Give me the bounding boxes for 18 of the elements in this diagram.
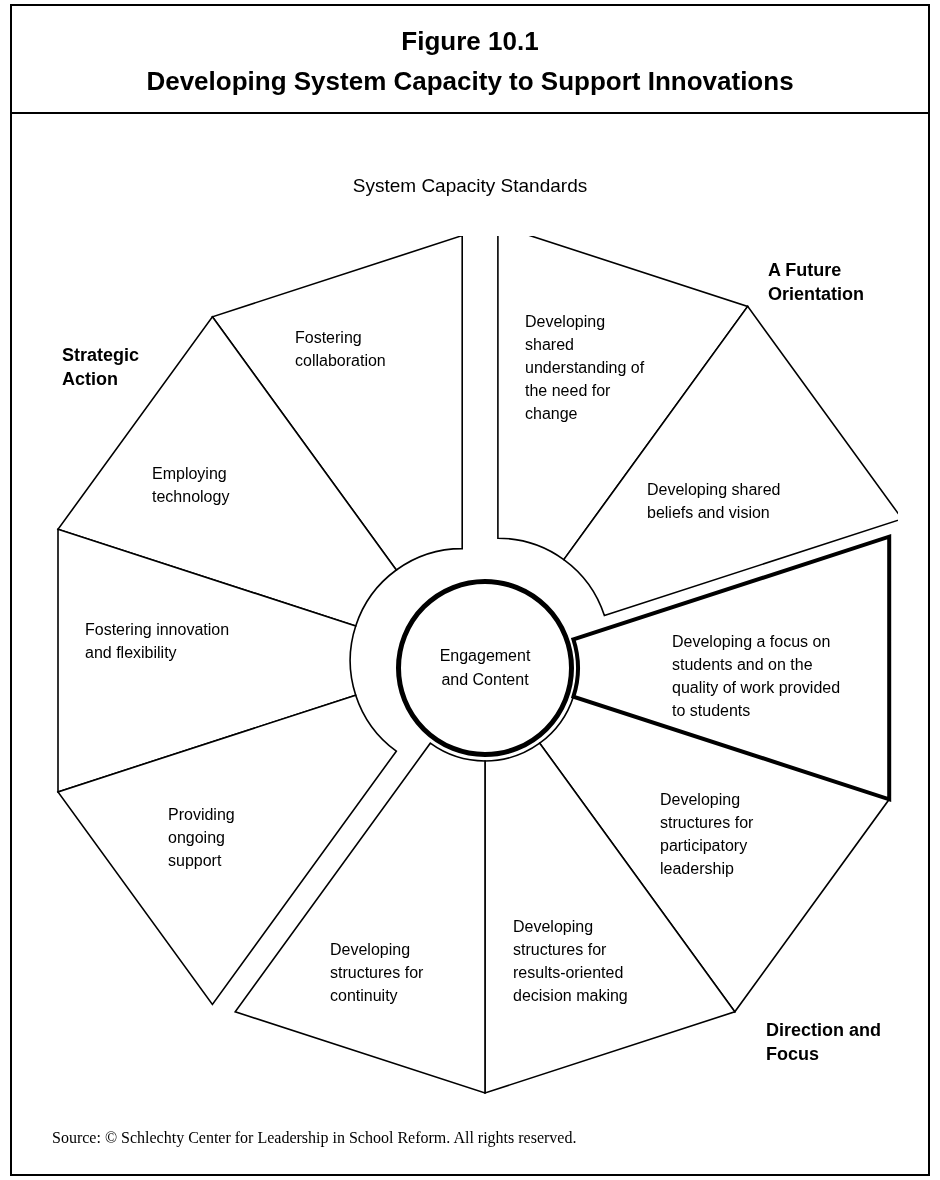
group-label: Strategic Action [62, 344, 141, 391]
segment-label: Developing shared understanding of the need for change [525, 310, 650, 425]
heading-label: System Capacity Standards [351, 174, 589, 198]
figure-number: Figure 10.1 [400, 25, 540, 58]
segment-label: Fostering innovation and flexibility [85, 618, 235, 664]
segment-label: Fostering collaboration [295, 326, 430, 372]
group-label: A Future Orientation [768, 259, 865, 306]
segment-label: Developing shared beliefs and vision [647, 478, 827, 524]
group-label: Direction and Focus [766, 1019, 882, 1066]
segment-label: Providing ongoing support [168, 803, 263, 872]
segment-label: Developing a focus on students and on the quality of work provided to students [672, 630, 844, 722]
title: Developing System Capacity to Support Innovations [145, 65, 795, 98]
segment-label: Developing structures for continuity [330, 938, 460, 1007]
segment-label: Developing structures for results-oriented decision making [513, 915, 663, 1007]
circle-label: Engagement and Content [439, 646, 531, 690]
segment-label: Employing technology [152, 462, 272, 508]
source-note: Source: © Schlechty Center for Leadership in School Reform. All rights reserved. [52, 1128, 577, 1149]
segment-label: Developing structures for participatory leadership [660, 788, 790, 880]
